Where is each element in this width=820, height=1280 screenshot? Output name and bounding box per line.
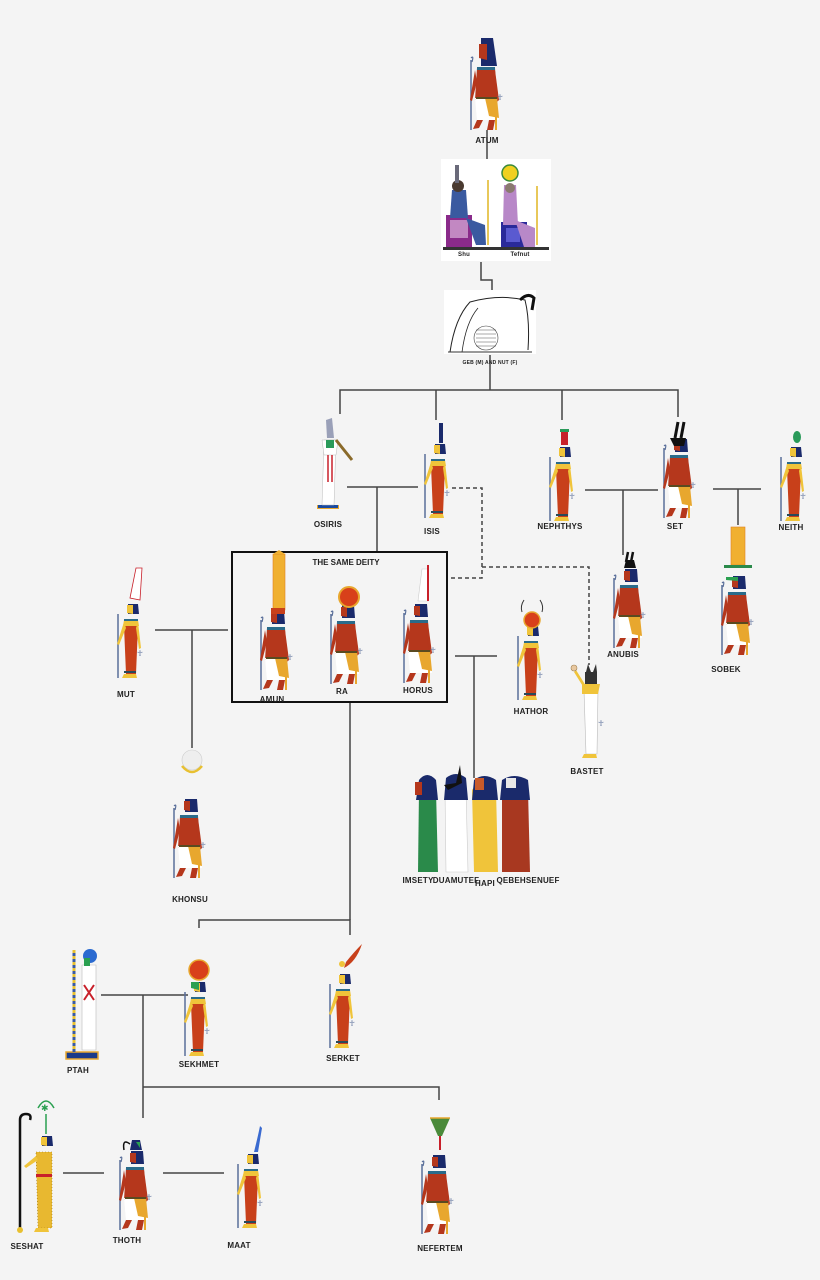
ra-figure[interactable] [329,586,364,685]
bastet-label: BASTET [570,767,604,776]
sekhmet-label: SEKHMET [178,1060,220,1069]
qebehsenuef-label: QEBEHSENUEF [496,876,560,885]
mut-label: MUT [117,690,135,699]
nefertem-figure[interactable] [420,1117,455,1235]
anubis-figure[interactable] [612,551,647,649]
shu-tefnut-panel[interactable] [441,159,551,261]
serket-label: SERKET [326,1054,360,1063]
sons-of-horus-figures[interactable] [415,765,530,873]
svg-text:☥: ☥ [598,719,604,728]
nefertem-label: NEFERTEM [417,1244,463,1253]
bastet-figure[interactable]: ☥ [570,664,604,758]
nephthys-figure[interactable] [548,429,576,522]
sobek-figure[interactable] [720,526,755,656]
set-figure[interactable] [662,421,697,519]
ptah-label: PTAH [67,1066,89,1075]
svg-text:✱: ✱ [41,1103,49,1113]
geb-nut-panel[interactable] [444,290,536,354]
shu-label: Shu [458,252,470,258]
atum-label: ATUM [475,136,499,145]
khonsu-figure[interactable] [172,749,207,879]
serket-figure[interactable] [328,944,362,1049]
set-label: SET [666,522,684,531]
imsety-label: IMSETY [402,876,434,885]
sekhmet-figure[interactable] [183,959,211,1057]
connector-lines [63,130,761,1174]
hathor-figure[interactable] [516,599,544,701]
isis-label: ISIS [424,527,440,536]
hathor-label: HATHOR [513,707,549,716]
neith-figure[interactable] [779,431,807,522]
mut-figure[interactable] [116,567,144,679]
atum-figure[interactable] [469,38,504,131]
hapi-label: HAPI [475,879,495,888]
osiris-label: OSIRIS [313,520,343,529]
horus-figure[interactable] [402,565,437,684]
sobek-label: SOBEK [711,665,741,674]
amun-figure[interactable] [259,550,294,691]
isis-figure[interactable] [423,423,451,519]
dashed-connector-lines [448,487,590,665]
nephthys-label: NEPHTHYS [537,522,583,531]
geb-nut-label: GEB (M) AND NUT (F) [462,360,518,366]
amun-label: AMUN [259,695,285,704]
duamutef-label: DUAMUTEF [432,876,480,885]
thoth-figure[interactable] [118,1140,153,1231]
maat-label: MAAT [227,1241,251,1250]
maat-figure[interactable] [236,1126,264,1229]
same-deity-box [231,551,448,703]
khonsu-label: KHONSU [172,895,208,904]
anubis-label: ANUBIS [607,650,639,659]
same-deity-title: THE SAME DEITY [312,558,380,567]
osiris-figure[interactable] [317,418,354,509]
seshat-label: SESHAT [10,1242,44,1251]
tefnut-label: Tefnut [510,252,530,258]
neith-label: NEITH [778,523,804,532]
horus-label: HORUS [403,686,433,695]
seshat-figure[interactable]: ✱ [17,1100,55,1233]
thoth-label: THOTH [112,1236,142,1245]
ptah-figure[interactable] [65,949,99,1060]
ra-label: RA [336,687,348,696]
